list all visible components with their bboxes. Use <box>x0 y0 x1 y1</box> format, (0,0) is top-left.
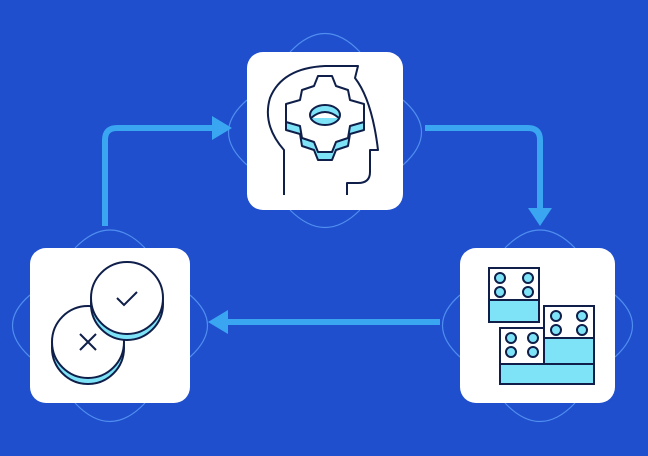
cross-icon <box>79 333 97 351</box>
arrowhead-icon <box>212 116 232 140</box>
check-icon <box>116 291 138 307</box>
arrowhead-icon <box>528 208 552 226</box>
flow-arrows <box>102 125 543 325</box>
building-blocks-icon <box>488 267 595 385</box>
arrowheads <box>208 116 552 334</box>
arrowhead-icon <box>208 310 228 334</box>
arrow-think-to-build <box>425 125 543 212</box>
head-gear-icon <box>266 65 379 195</box>
check-cross-coins-icon <box>51 261 164 385</box>
arrow-decide-to-think <box>102 125 215 226</box>
halo-arcs <box>11 32 634 423</box>
